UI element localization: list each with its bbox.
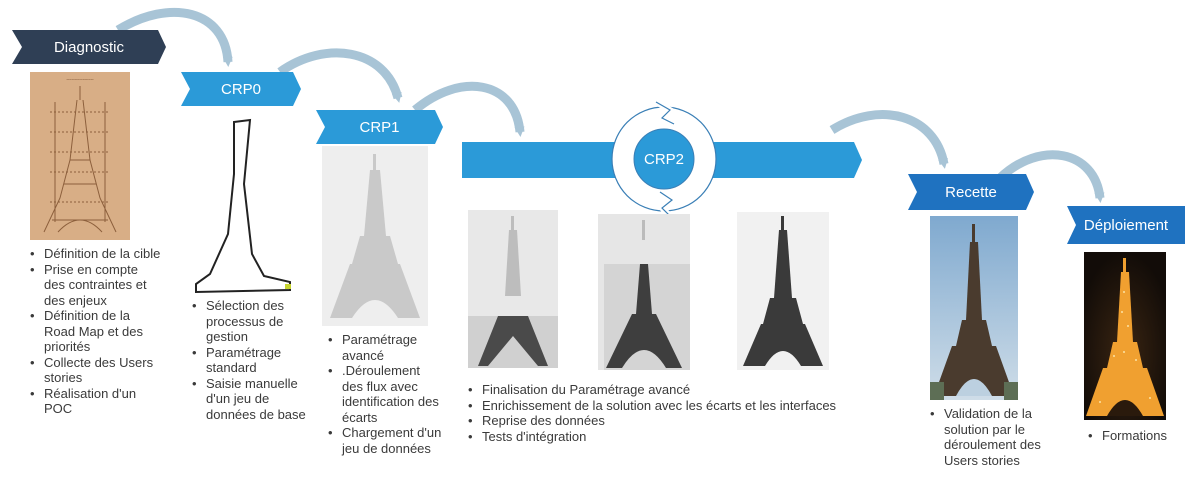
crp1-bullet: Chargement d'un jeu de données bbox=[328, 425, 442, 456]
diagnostic-label: Diagnostic bbox=[53, 38, 125, 56]
eiffel-construction-photo-1 bbox=[468, 210, 558, 368]
crp2-bullet: Enrichissement de la solution avec les é… bbox=[468, 398, 902, 414]
eiffel-complete-photo bbox=[737, 212, 829, 370]
crp1-bullets: Paramétrage avancé .Déroulement des flux… bbox=[328, 332, 442, 456]
deploiement-bullet: Formations bbox=[1088, 428, 1191, 444]
arrow-crp2-recette bbox=[829, 110, 949, 169]
crp2-bullet: Finalisation du Paramétrage avancé bbox=[468, 382, 902, 398]
diagnostic-bullet: Définition de la Road Map et des priorit… bbox=[30, 308, 162, 355]
recette-banner: Recette bbox=[908, 174, 1034, 210]
crp0-bullets: Sélection des processus de gestion Param… bbox=[192, 298, 322, 422]
crp0-bullet: Saisie manuelle d'un jeu de données de b… bbox=[192, 376, 322, 423]
crp2-bullet: Reprise des données bbox=[468, 413, 902, 429]
diagnostic-bullet: Définition de la cible bbox=[30, 246, 162, 262]
arrow-diagnostic-crp0 bbox=[115, 7, 233, 67]
recette-label: Recette bbox=[945, 183, 997, 201]
deploiement-bullets: Formations bbox=[1088, 428, 1191, 444]
cycle-arrows-icon bbox=[608, 99, 720, 219]
recette-bullet: Validation de la solution par le déroule… bbox=[930, 406, 1048, 468]
arrow-crp1-crp2 bbox=[412, 81, 525, 137]
recette-bullets: Validation de la solution par le déroule… bbox=[930, 406, 1048, 468]
eiffel-faded-photo-icon bbox=[322, 146, 428, 326]
crp0-banner: CRP0 bbox=[181, 72, 301, 106]
svg-text:~~~~~~~~~~: ~~~~~~~~~~ bbox=[66, 78, 93, 83]
crp1-bullet: .Déroulement des flux avec identificatio… bbox=[328, 363, 442, 425]
crp1-bullet: Paramétrage avancé bbox=[328, 332, 442, 363]
diagnostic-banner: Diagnostic bbox=[12, 30, 166, 64]
crp2-bullets: Finalisation du Paramétrage avancé Enric… bbox=[468, 382, 902, 444]
diagnostic-bullet: Collecte des Users stories bbox=[30, 355, 162, 386]
deploiement-banner: Déploiement bbox=[1067, 206, 1185, 244]
arrow-recette-deploiement bbox=[996, 150, 1105, 203]
diagnostic-bullets: Définition de la cible Prise en compte d… bbox=[30, 246, 162, 417]
diagnostic-bullet: Réalisation d'un POC bbox=[30, 386, 162, 417]
crp1-banner: CRP1 bbox=[316, 110, 443, 144]
diagnostic-bullet: Prise en compte des contraintes et des e… bbox=[30, 262, 162, 309]
eiffel-construction-photo-2 bbox=[598, 214, 690, 370]
eiffel-photo-icon bbox=[930, 216, 1018, 400]
tower-outline-icon bbox=[190, 114, 300, 294]
crp2-bullet: Tests d'intégration bbox=[468, 429, 902, 445]
deploiement-label: Déploiement bbox=[1083, 216, 1169, 234]
arrow-crp0-crp1 bbox=[277, 48, 403, 103]
crp0-label: CRP0 bbox=[220, 80, 261, 98]
eiffel-night-photo-icon bbox=[1084, 252, 1166, 420]
crp1-label: CRP1 bbox=[359, 118, 400, 136]
crp0-bullet: Paramétrage standard bbox=[192, 345, 322, 376]
crp2-label: CRP2 bbox=[643, 151, 684, 168]
eiffel-sketch-icon: ~~~~~~~~~~ bbox=[30, 72, 130, 240]
crp0-bullet: Sélection des processus de gestion bbox=[192, 298, 322, 345]
